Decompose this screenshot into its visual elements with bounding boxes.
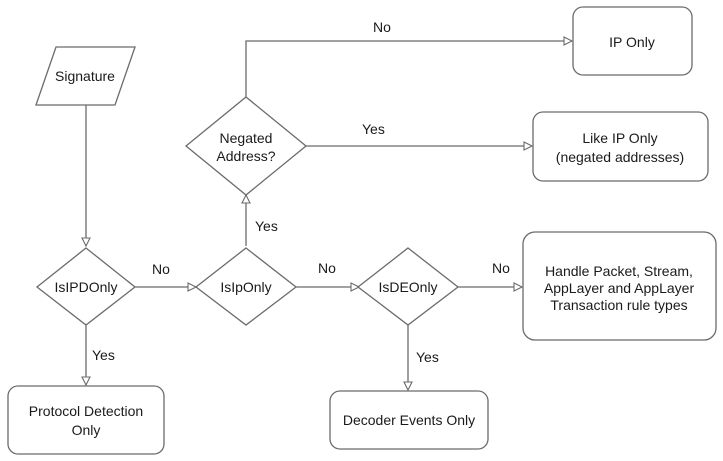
edge-label-ipd-no: No <box>152 261 170 277</box>
node-negated-line1: Negated <box>220 130 273 146</box>
node-like-ip-only: Like IP Only (negated addresses) <box>532 111 709 182</box>
node-signature-label: Signature <box>55 68 115 84</box>
node-signature: Signature <box>35 46 136 106</box>
edge-negated-to-iponly <box>245 41 572 97</box>
node-handle-line2: AppLayer and AppLayer <box>544 280 695 296</box>
node-isiponly-label: IsIpOnly <box>220 279 271 295</box>
node-ip-only: IP Only <box>572 6 693 76</box>
edge-label-neg-yes: Yes <box>362 121 385 137</box>
node-protocol-detection: Protocol Detection Only <box>7 385 165 455</box>
node-decoder-label: Decoder Events Only <box>343 412 475 428</box>
edge-label-de-no: No <box>492 260 510 276</box>
edge-label-ip-no: No <box>318 260 336 276</box>
node-likeiponly-line1: Like IP Only <box>582 130 657 146</box>
node-handle-line1: Handle Packet, Stream, <box>545 263 693 279</box>
node-negated-line2: Address? <box>216 148 275 164</box>
edge-label-de-yes: Yes <box>416 349 439 365</box>
edge-label-neg-no: No <box>373 19 391 35</box>
node-handle-line3: Transaction rule types <box>550 297 687 313</box>
edge-label-ipd-yes: Yes <box>92 347 115 363</box>
node-isdeonly: IsDEOnly <box>356 247 460 326</box>
node-decoder-events: Decoder Events Only <box>329 390 489 450</box>
node-isiponly: IsIpOnly <box>194 247 298 326</box>
node-likeiponly-line2: (negated addresses) <box>556 149 684 165</box>
node-protocol-line1: Protocol Detection <box>29 403 143 419</box>
node-isipdonly: IsIPDOnly <box>35 247 137 326</box>
edge-label-ip-yes: Yes <box>255 218 278 234</box>
node-protocol-line2: Only <box>72 422 101 438</box>
node-isipdonly-label: IsIPDOnly <box>54 279 117 295</box>
node-handle-rule-types: Handle Packet, Stream, AppLayer and AppL… <box>522 231 717 341</box>
node-isdeonly-label: IsDEOnly <box>378 279 437 295</box>
node-iponly-label: IP Only <box>609 34 655 50</box>
node-negated-address: Negated Address? <box>184 96 308 196</box>
